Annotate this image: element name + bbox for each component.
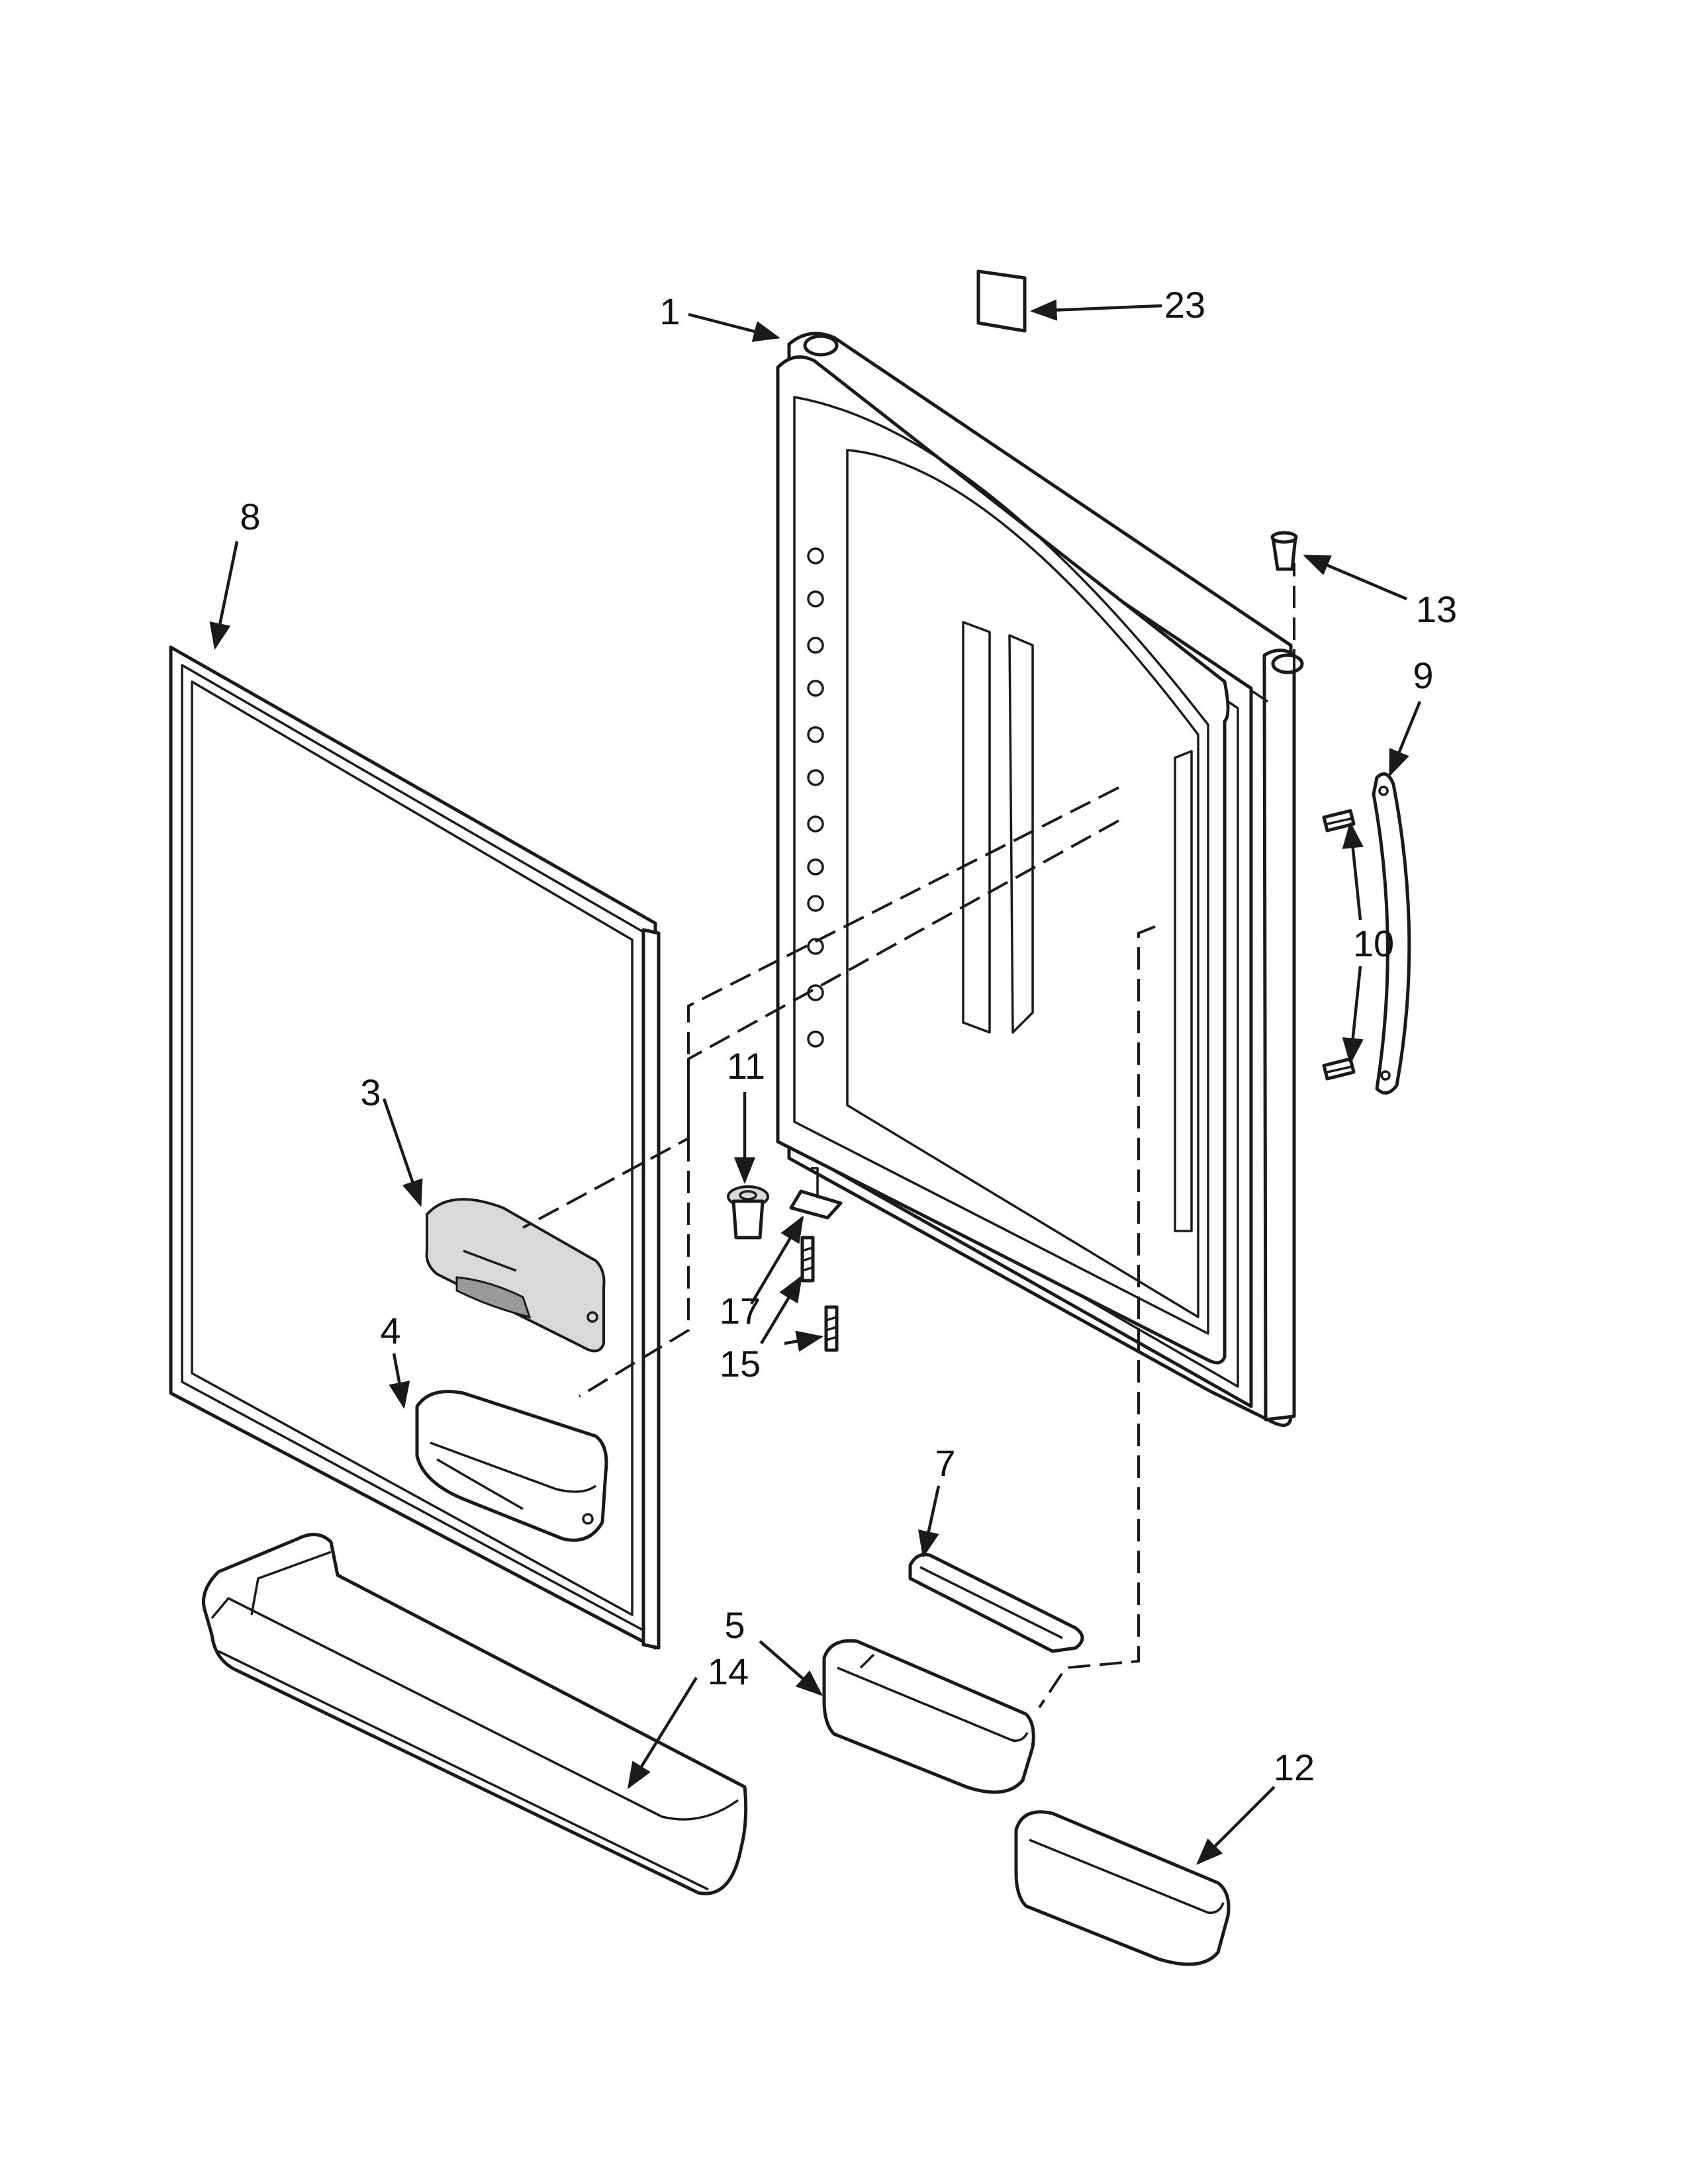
callout-17: 17 (720, 1290, 761, 1332)
callout-7: 7 (935, 1442, 955, 1484)
part-23-label-plate (976, 269, 1027, 333)
callout-23: 23 (1164, 284, 1205, 326)
part-15-screws (800, 1236, 839, 1352)
part-13-hinge-bushing (1270, 531, 1298, 571)
part-9-handle (1372, 772, 1411, 1095)
callout-leaders (209, 299, 1422, 1865)
callout-10: 10 (1353, 923, 1394, 964)
callout-11: 11 (727, 1045, 765, 1087)
part-12-small-bin (1014, 1810, 1231, 1966)
callout-5: 5 (724, 1604, 745, 1646)
callout-13: 13 (1416, 588, 1457, 630)
callout-1: 1 (659, 291, 680, 332)
callout-3: 3 (360, 1071, 381, 1113)
callout-labels: 1 3 4 5 7 8 9 10 11 12 13 14 15 17 23 (240, 284, 1457, 1788)
part-11-door-cam (727, 1185, 769, 1240)
callout-9: 9 (1413, 655, 1433, 696)
assembly-guide-lines (522, 563, 1295, 1709)
part-17-door-stop (789, 1167, 843, 1220)
part-4-bin (415, 1390, 608, 1542)
callout-4: 4 (380, 1310, 400, 1351)
part-5-small-bin (822, 1639, 1035, 1794)
part-14-door-shelf (202, 1533, 748, 1895)
callout-15: 15 (720, 1343, 761, 1385)
part-3-dispenser-cover (425, 1198, 606, 1353)
callout-8: 8 (240, 496, 260, 537)
part-1-door-assembly (776, 332, 1304, 1428)
callout-12: 12 (1274, 1747, 1315, 1788)
part-10-screws (1322, 809, 1356, 1081)
callout-14: 14 (708, 1651, 749, 1692)
part-8-door-liner (169, 645, 661, 1650)
part-7-shelf-cover (908, 1553, 1084, 1653)
